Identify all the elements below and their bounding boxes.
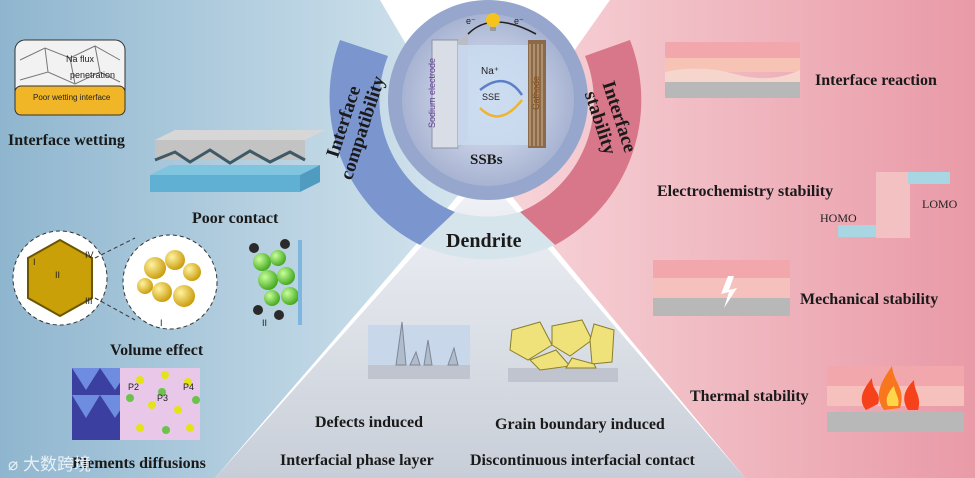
mechanical-stability-label: Mechanical stability <box>800 291 938 309</box>
electron-right-label: e⁻ <box>514 16 524 27</box>
interface-wetting-label: Interface wetting <box>8 132 125 150</box>
diffusion-site-label: P2 <box>128 382 139 392</box>
ssbs-title: SSBs <box>470 152 503 169</box>
sodium-electrode-label: Sodium electrode <box>427 58 437 128</box>
defects-induced-label: Defects induced <box>315 414 423 432</box>
roman-label: II <box>55 270 60 280</box>
electrochemistry-stability-label: Electrochemistry stability <box>657 183 833 201</box>
elements-diffusions-label: Elements diffusions <box>72 455 206 473</box>
watermark-text: 大数跨境 <box>23 455 91 474</box>
electron-left-label: e⁻ <box>466 16 476 27</box>
poor-wetting-label: Poor wetting interface <box>33 93 110 102</box>
thermal-stability-label: Thermal stability <box>690 388 809 406</box>
dendrite-label: Dendrite <box>446 230 522 253</box>
watermark-logo-icon: ⌀ <box>8 455 18 474</box>
roman-label: I <box>160 318 163 328</box>
discontinuous-contact-label: Discontinuous interfacial contact <box>470 452 695 470</box>
volume-effect-label: Volume effect <box>110 342 203 360</box>
diffusion-site-label: P3 <box>157 393 168 403</box>
roman-label: IV <box>85 250 94 260</box>
diffusion-site-label: P4 <box>183 382 194 392</box>
poor-contact-label: Poor contact <box>192 210 278 228</box>
interface-reaction-label: Interface reaction <box>815 72 937 90</box>
homo-label: HOMO <box>820 211 857 226</box>
cathode-label: Cathode <box>531 76 541 110</box>
sse-label: SSE <box>482 92 500 102</box>
grain-boundary-label: Grain boundary induced <box>495 416 665 434</box>
na-ion-label: Na⁺ <box>481 66 499 77</box>
lomo-label: LOMO <box>922 197 957 212</box>
interfacial-phase-layer-label: Interfacial phase layer <box>280 452 434 470</box>
bulb-icon <box>486 13 500 27</box>
roman-label: II <box>262 318 267 328</box>
roman-label: III <box>85 296 93 306</box>
na-flux-label: Na flux <box>66 54 94 64</box>
penetration-label: penetration <box>70 70 115 80</box>
watermark: ⌀ 大数跨境 <box>8 450 91 475</box>
roman-label: I <box>33 257 36 267</box>
